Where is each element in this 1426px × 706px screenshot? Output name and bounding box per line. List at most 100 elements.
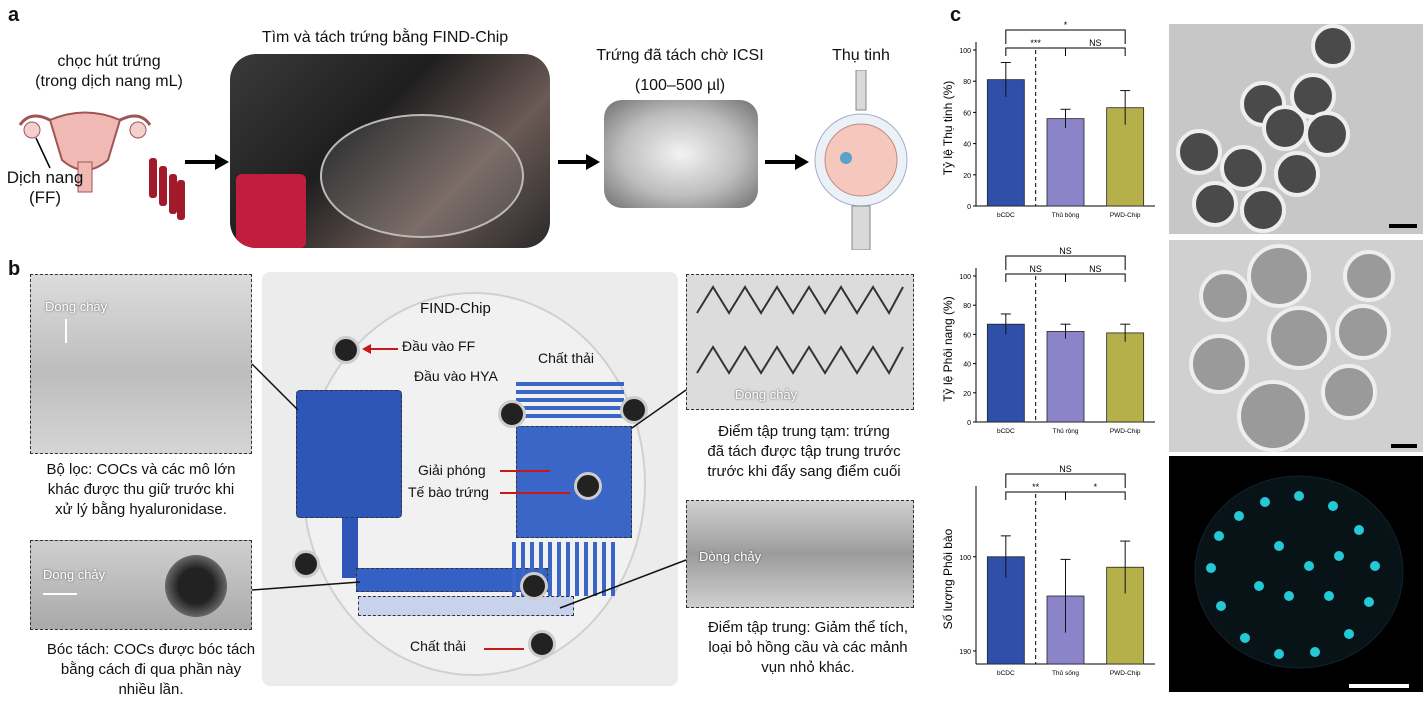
significance-label: NS [1089,38,1102,48]
label-waste-bottom: Chất thải [410,638,467,654]
flow-label-2: Dong chảy [43,567,106,582]
final-focus-detail-inset: Dòng chảy [686,500,914,608]
triangle-traps [696,285,904,376]
label-inlet-ff: Đầu vào FF [402,338,476,354]
caption-stripping: Bóc tách: COCs được bóc tách bằng cách đ… [46,641,256,698]
category-label: Thủ rộng [1052,427,1078,435]
arrow-waste-bottom [484,648,524,650]
y-tick-label: 20 [963,391,971,398]
step3-line2: (100–500 µl) [634,77,726,94]
y-tick-label: 40 [963,142,971,149]
flow-arrow-down-1 [65,319,67,343]
bar-0 [986,323,1025,423]
uterus-illustration [18,111,152,193]
label-oocyte: Tế bào trứng [408,484,489,500]
y-axis-label: Tỷ lệ Thụ tinh (%) [941,81,955,175]
micrograph-nuclei-stain [1169,456,1423,692]
bar-2 [1106,332,1145,423]
step1-label: chọc hút trứng (trong dịch nang mL) [35,53,183,90]
panel-letter-b: b [8,258,21,280]
significance-bracket [1005,255,1126,270]
findchip-photo: FIND-Chip Đầu vào FF Đầu vào HYA Chất th… [262,272,678,686]
micrograph-oocytes [1169,24,1423,234]
significance-bracket [1065,273,1126,282]
port-final [520,572,548,600]
y-tick-label: 0 [967,420,971,427]
flow-label-3: Dòng chảy [735,387,798,402]
serpentine-top [516,382,624,418]
test-tubes-icon [149,158,185,220]
port-hya [498,400,526,428]
significance-label: NS [1029,264,1042,274]
nuclei-fluorescence [1194,475,1409,688]
port-waste-top [620,396,648,424]
temp-focus-zone [516,426,632,538]
flow-arrow-1 [185,154,229,170]
caption-filter: Bộ lọc: COCs và các mô lớn khác được thu… [46,461,236,518]
significance-label: * [1064,20,1068,30]
ff-label: Dịch nang (FF) [6,168,84,207]
significance-label: NS [1059,246,1072,256]
temp-focus-detail-inset: Dòng chảy [686,274,914,410]
significance-bracket [1005,29,1126,44]
arrow-inlet-ff [362,344,398,354]
flow-arrow-left-2 [43,593,77,595]
y-axis-label: Tỷ lệ Phôi nang (%) [941,296,955,401]
y-tick-label: 190 [959,649,971,656]
significance-bracket [1065,47,1126,56]
micrograph-blastocysts [1169,240,1423,452]
y-tick-label: 60 [963,110,971,117]
stripping-detail-inset: Dong chảy [30,540,252,630]
final-focus-zone [358,596,574,616]
y-axis-label: Số lượng Phôi bào [941,528,955,629]
category-label: Thủ sống [1052,668,1079,677]
category-label: bCDC [997,428,1015,435]
y-tick-label: 20 [963,173,971,180]
label-release: Giải phóng [418,462,486,478]
y-tick-label: 60 [963,332,971,339]
chip-title: FIND-Chip [420,300,491,317]
label-inlet-hya: Đầu vào HYA [414,368,498,384]
findchip-setup-photo [230,54,550,248]
y-tick-label: 80 [963,303,971,310]
coc-blob [165,555,227,617]
significance-label: NS [1089,264,1102,274]
category-label: bCDC [997,670,1015,677]
y-tick-label: 100 [959,555,971,562]
significance-label: * [1094,482,1098,492]
flow-arrow-3 [765,154,809,170]
y-tick-label: 0 [967,204,971,211]
step2-label: Tìm và tách trứng bằng FIND-Chip [261,29,509,46]
oocyte-cells [1176,24,1417,233]
icsi-illustration [814,70,908,250]
separated-eggs-dish-photo [604,100,758,208]
caption-temp-focus: Điểm tập trung tạm: trứng đã tách được t… [707,423,901,480]
arrow-release [500,470,550,472]
significance-bracket [1005,473,1126,488]
flow-label-1: Dong chảy [45,299,108,314]
y-tick-label: 80 [963,79,971,86]
y-tick-label: 40 [963,362,971,369]
petri-dish-photo-detail [320,114,524,238]
flow-label-4: Dòng chảy [699,549,762,564]
filter-detail-inset: Dong chảy [30,274,252,454]
bar-1 [1046,331,1085,423]
port-ff [332,336,360,364]
blastocyst-cells [1189,244,1417,452]
bar-1 [1046,118,1085,207]
significance-label: *** [1030,38,1041,48]
panel-letter-c: c [950,4,962,26]
caption-final-focus: Điểm tập trung: Giảm thể tích, loại bỏ h… [707,619,909,676]
y-tick-label: 100 [959,48,971,55]
arrow-oocyte [500,492,570,494]
step4-label: Thụ tinh [832,47,890,64]
step3-line1: Trứng đã tách chờ ICSI [596,47,764,64]
filter-channel [342,518,358,578]
category-label: Thủ bộng [1052,211,1080,219]
port-oocyte [574,472,602,500]
panel-letter-a: a [8,4,20,26]
port-left [292,550,320,578]
